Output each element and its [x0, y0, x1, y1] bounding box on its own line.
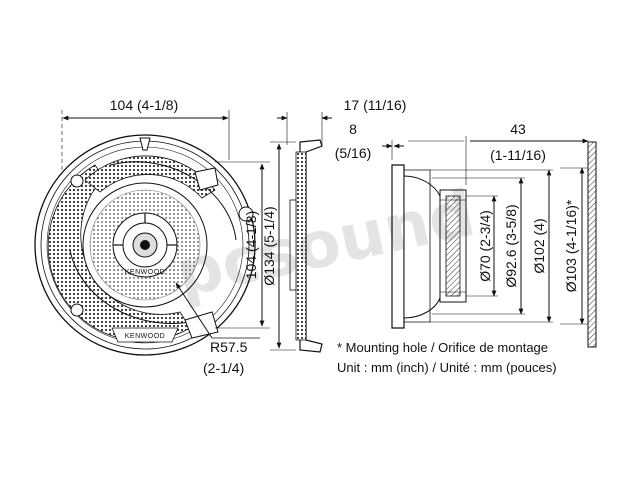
cut-view: 8 (5/16) 43 (1-11/16) Ø70 (2-3/4)	[335, 121, 597, 348]
d70-dimension: Ø70 (2-3/4)	[466, 195, 498, 297]
d103-dimension: Ø103 (4-1/16)*	[560, 167, 588, 325]
d70-label: Ø70 (2-3/4)	[477, 210, 493, 282]
front-view: 104 (4-1/8) KENWOOD	[34, 97, 270, 376]
side-depth-label: 17 (11/16)	[344, 97, 407, 113]
front-height-dimension: 104 (4-1/8)	[215, 161, 270, 329]
flange-dimension: 8 (5/16)	[335, 121, 404, 161]
d92-dimension: Ø92.6 (3-5/8)	[432, 177, 525, 315]
side-diameter-dimension: Ø134 (5-1/4)	[261, 141, 296, 351]
front-width-dimension: 104 (4-1/8)	[61, 97, 230, 245]
d102-dimension: Ø102 (4)	[430, 169, 553, 323]
front-width-label: 104 (4-1/8)	[110, 97, 178, 113]
bottom-brand-label: KENWOOD	[125, 333, 165, 340]
side-view: 17 (11/16) Ø134 (5-1/4)	[261, 97, 406, 353]
d102-label: Ø102 (4)	[531, 218, 547, 273]
flange-label: 8	[349, 121, 357, 137]
radius-label: R57.5	[210, 339, 248, 355]
depth-inch-label: (1-11/16)	[490, 147, 546, 163]
radius-callout: R57.5 (2-1/4)	[175, 282, 260, 376]
unit-note: Unit : mm (inch) / Unité : mm (pouces)	[337, 360, 557, 375]
side-diameter-label: Ø134 (5-1/4)	[261, 206, 277, 285]
flange-inch-label: (5/16)	[335, 145, 372, 161]
depth-label: 43	[510, 121, 526, 137]
radius-inch-label: (2-1/4)	[203, 360, 244, 376]
center-brand-label: KENWOOD	[125, 269, 165, 276]
d92-label: Ø92.6 (3-5/8)	[503, 204, 519, 287]
mounting-hole-note: * Mounting hole / Orifice de montage	[337, 340, 548, 355]
front-height-label: 104 (4-1/8)	[243, 211, 259, 279]
d103-label: Ø103 (4-1/16)*	[563, 199, 579, 292]
depth-dimension: 43 (1-11/16)	[408, 121, 589, 185]
side-depth-dimension: 17 (11/16)	[277, 97, 406, 145]
mounting-tabs	[70, 137, 254, 339]
